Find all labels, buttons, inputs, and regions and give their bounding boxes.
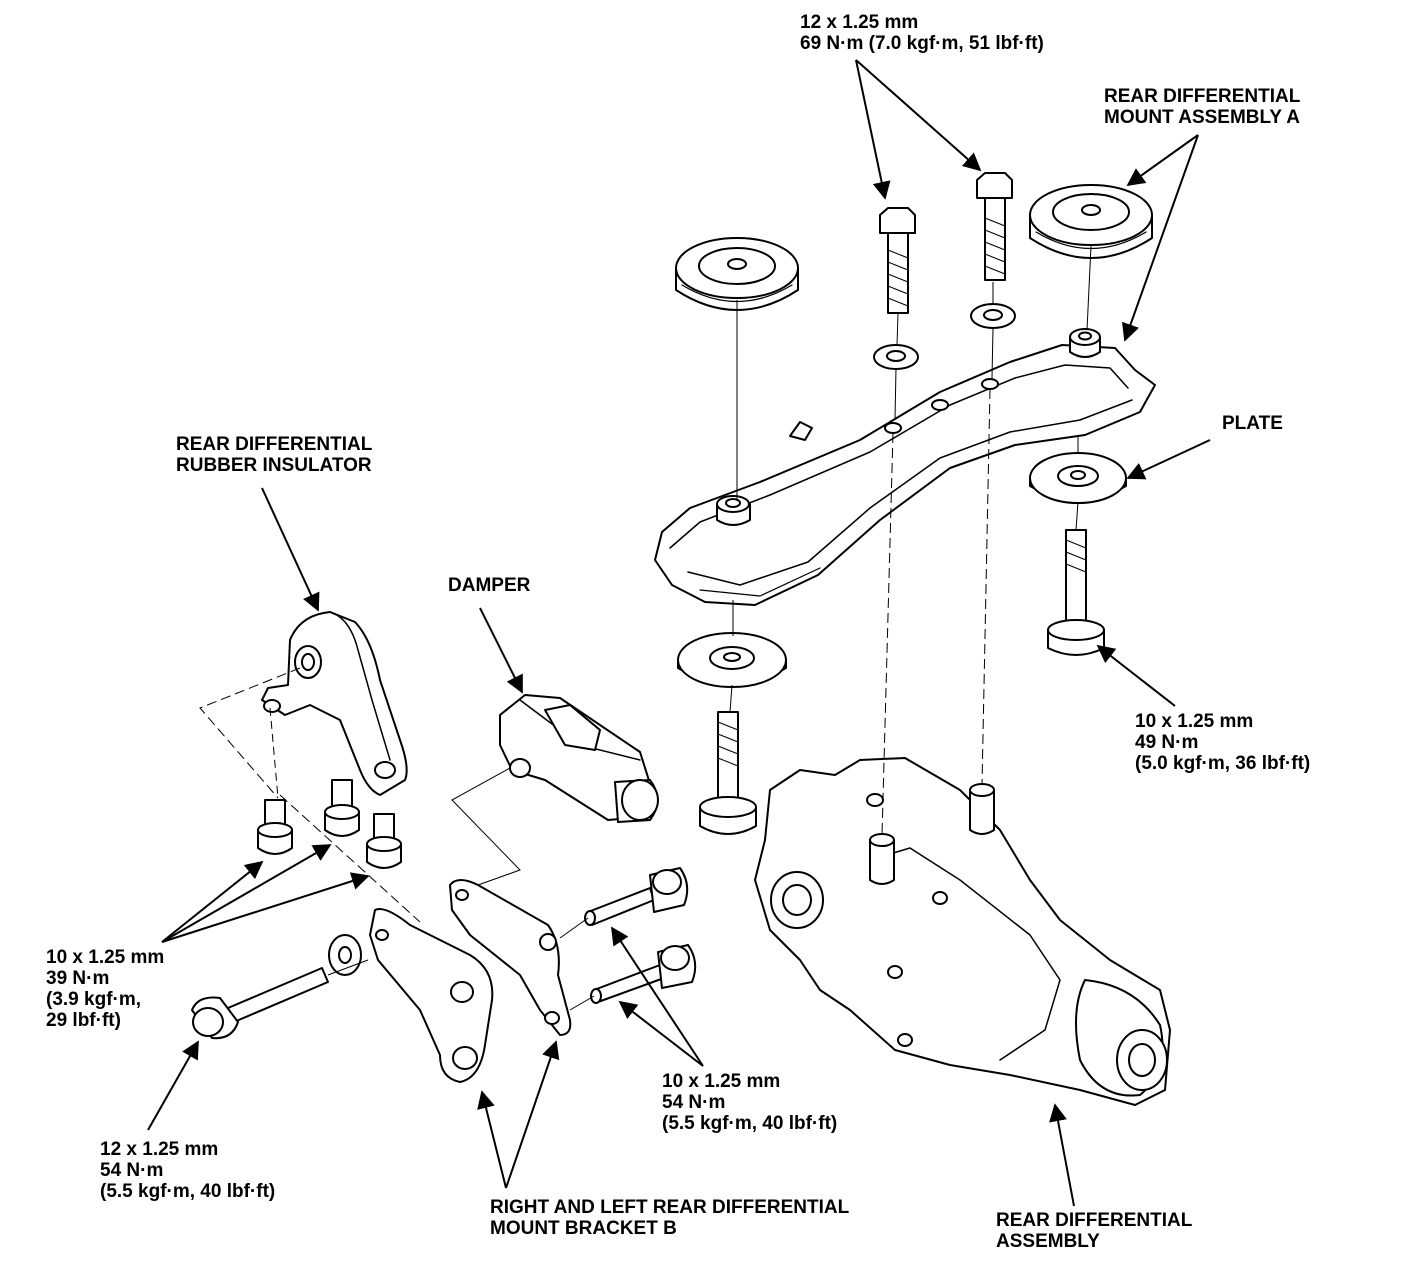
bracket-bolt-upper [584, 867, 689, 926]
mount-bracket-b-label: RIGHT AND LEFT REAR DIFFERENTIAL MOUNT B… [490, 1197, 849, 1239]
rubber-insulator-line2: RUBBER INSULATOR [176, 455, 372, 476]
mount-assembly-a-label: REAR DIFFERENTIAL MOUNT ASSEMBLY A [1104, 86, 1300, 128]
leader-arrows [147, 59, 1211, 1207]
plate-bolt-size: 10 x 1.25 mm [1135, 711, 1254, 732]
plate-bolt-torque-alt: (5.0 kgf·m, 36 lbf·ft) [1135, 753, 1311, 774]
top-bolt-torque-label: 12 x 1.25 mm 69 N·m (7.0 kgf·m, 51 lbf·f… [800, 12, 1044, 54]
rubber-insulator-line1: REAR DIFFERENTIAL [176, 434, 373, 455]
bracket-bolt-torque: 54 N·m [662, 1092, 726, 1113]
long-bolt [191, 934, 362, 1040]
top-bolt-left [879, 207, 916, 314]
mount-bracket-b-right [449, 879, 572, 1036]
insulator-bolt-torque-label: 10 x 1.25 mm 39 N·m (3.9 kgf·m, 29 lbf·f… [46, 947, 164, 1031]
mount-assembly-a-line1: REAR DIFFERENTIAL [1104, 86, 1301, 107]
mount-assembly-a-line2: MOUNT ASSEMBLY A [1104, 107, 1301, 128]
bracket-bolt-size: 10 x 1.25 mm [662, 1071, 781, 1092]
long-bolt-size: 12 x 1.25 mm [100, 1139, 219, 1160]
insulator-bolt-1 [257, 799, 293, 855]
differential-assembly-line1: REAR DIFFERENTIAL [996, 1210, 1193, 1231]
bracket-bolt-lower [590, 944, 697, 1004]
top-bolt-torque: 69 N·m (7.0 kgf·m, 51 lbf·ft) [800, 33, 1044, 54]
plate-bolt [1047, 529, 1105, 656]
top-bolt-right [976, 172, 1013, 281]
plate-right [1029, 452, 1127, 504]
rubber-insulator [261, 611, 408, 796]
upper-bushing-left [675, 237, 799, 311]
damper [499, 694, 659, 823]
insulator-bolt-torque: 39 N·m [46, 968, 110, 989]
plate-bolt-torque: 49 N·m [1135, 732, 1199, 753]
differential-assembly [754, 757, 1171, 1106]
long-bolt-torque-label: 12 x 1.25 mm 54 N·m (5.5 kgf·m, 40 lbf·f… [100, 1139, 275, 1202]
damper-line1: DAMPER [448, 575, 531, 596]
bracket-bolt-torque-label: 10 x 1.25 mm 54 N·m (5.5 kgf·m, 40 lbf·f… [662, 1071, 837, 1134]
rubber-insulator-label: REAR DIFFERENTIAL RUBBER INSULATOR [176, 434, 372, 476]
mount-assembly-a [654, 328, 1156, 606]
alignment-lines [199, 245, 1092, 1011]
plate-bolt-torque-label: 10 x 1.25 mm 49 N·m (5.0 kgf·m, 36 lbf·f… [1135, 711, 1310, 774]
lower-bolt-left [699, 711, 757, 835]
mount-bracket-b-line2: MOUNT BRACKET B [490, 1218, 677, 1239]
differential-assembly-label: REAR DIFFERENTIAL ASSEMBLY [996, 1210, 1192, 1252]
mount-bracket-b-left [369, 908, 494, 1083]
top-bolt-size: 12 x 1.25 mm [800, 12, 919, 33]
lower-plate-left [677, 632, 787, 688]
insulator-bolt-2 [324, 779, 360, 837]
insulator-bolt-torque-alt1: (3.9 kgf·m, [46, 989, 142, 1010]
long-bolt-torque: 54 N·m [100, 1160, 164, 1181]
washer-left [873, 344, 919, 370]
mount-bracket-b-line1: RIGHT AND LEFT REAR DIFFERENTIAL [490, 1197, 850, 1218]
insulator-bolt-torque-alt2: 29 lbf·ft) [46, 1010, 121, 1031]
plate-line1: PLATE [1222, 413, 1283, 434]
insulator-bolt-size: 10 x 1.25 mm [46, 947, 165, 968]
differential-assembly-line2: ASSEMBLY [996, 1231, 1100, 1252]
washer-right [970, 303, 1016, 329]
long-bolt-torque-alt: (5.5 kgf·m, 40 lbf·ft) [100, 1181, 276, 1202]
damper-label: DAMPER [448, 575, 530, 596]
insulator-bolt-3 [366, 813, 402, 869]
upper-bushing-right [1029, 184, 1153, 259]
bracket-bolt-torque-alt: (5.5 kgf·m, 40 lbf·ft) [662, 1113, 838, 1134]
plate-label: PLATE [1222, 413, 1283, 434]
